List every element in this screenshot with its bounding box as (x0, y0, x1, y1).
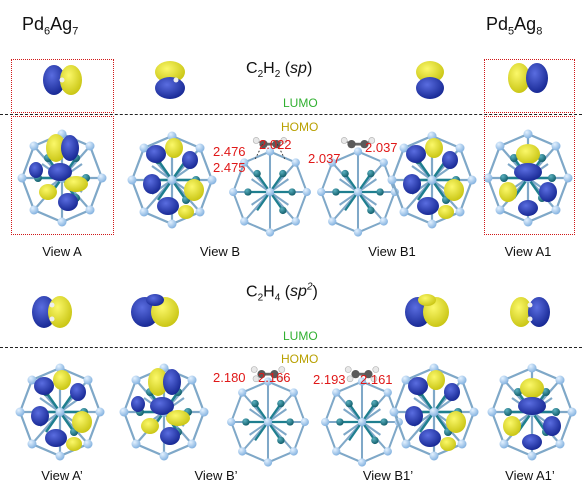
bond-length-top-3: 2.475 (213, 160, 246, 175)
bond-length-bottom-4: 2.161 (360, 372, 393, 387)
view-label-b1-prime: View B1’ (362, 468, 414, 483)
bond-length-top-5: 2.037 (365, 140, 398, 155)
bond-length-bottom-2: 2.166 (258, 370, 291, 385)
homo-label-top: HOMO (281, 120, 319, 134)
c2h2-lumo-lobe-a1 (508, 63, 548, 93)
cluster-view-a1-prime (486, 362, 578, 462)
c2h4-lumo-lobe-b (131, 294, 179, 327)
right-cluster-formula: Pd5Ag8 (486, 14, 543, 38)
c2h2-lumo-lobe-b (155, 61, 185, 99)
bond-length-top-1: 2.476 (213, 144, 246, 159)
cluster-view-b-bare (227, 136, 313, 238)
c2h2-lumo-lobe-b1 (416, 61, 444, 99)
highlight-box-left-homo (11, 116, 114, 235)
cluster-view-a-prime (14, 362, 106, 462)
homo-label-bottom: HOMO (281, 352, 319, 366)
bond-length-bottom-1: 2.180 (213, 370, 246, 385)
cluster-view-b1 (386, 130, 478, 230)
highlight-box-left-lumo (11, 59, 114, 113)
left-cluster-formula: Pd6Ag7 (22, 14, 79, 38)
view-label-b1: View B1 (368, 244, 416, 259)
lumo-label-bottom: LUMO (283, 329, 318, 343)
cluster-view-b (126, 130, 218, 230)
view-label-a1-prime: View A1’ (505, 468, 555, 483)
divider-bottom (0, 347, 582, 348)
cluster-view-b-prime (118, 362, 210, 462)
c2h4-lumo-lobe-a (32, 296, 72, 328)
c2h4-lumo-lobe-b1 (405, 294, 449, 327)
view-label-a-prime: View A’ (41, 468, 83, 483)
c2h4-lumo-lobe-a1 (510, 297, 550, 327)
highlight-box-right-lumo (484, 59, 575, 113)
view-label-a1: View A1 (504, 244, 552, 259)
highlight-box-right-homo (484, 116, 575, 235)
c2h4-label: C2H4 (sp2) (246, 282, 318, 304)
bond-length-bottom-3: 2.193 (313, 372, 346, 387)
view-label-b: View B (199, 244, 241, 259)
view-label-a: View A (42, 244, 82, 259)
c2h2-lumo-lobe-a (43, 65, 82, 95)
bond-length-top-2: 2.022 (259, 137, 292, 152)
cluster-view-b1-prime (388, 362, 480, 462)
c2h2-label: C2H2 (sp) (246, 60, 313, 81)
bond-length-top-4: 2.037 (308, 151, 341, 166)
view-label-b-prime: View B’ (194, 468, 238, 483)
divider-top (0, 114, 582, 115)
lumo-label-top: LUMO (283, 96, 318, 110)
